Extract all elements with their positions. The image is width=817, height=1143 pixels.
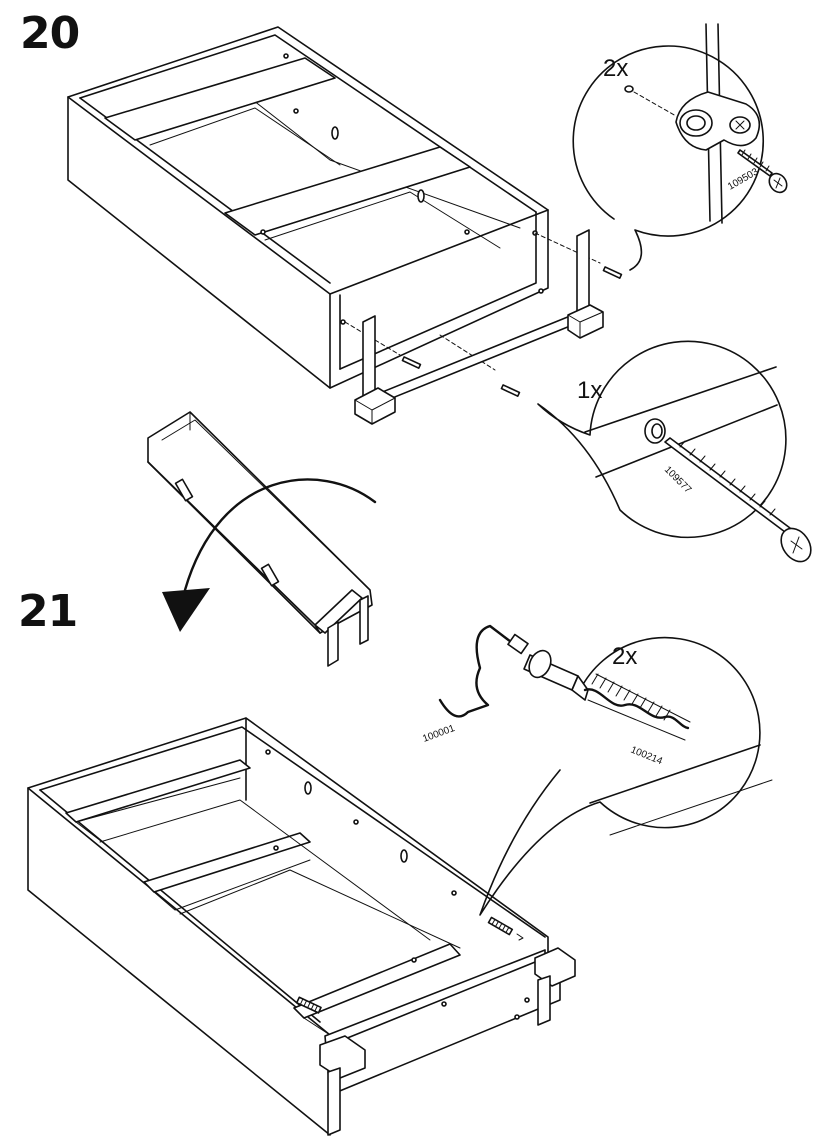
callout-2x-bracket-screw: 2x 109503 <box>572 23 788 271</box>
crank-tool-icon: 100001 <box>421 624 529 745</box>
plinth-frame <box>354 229 604 425</box>
callout-quantity: 2x <box>603 55 628 82</box>
angle-bracket-icon <box>675 91 761 151</box>
callout-quantity: 2x <box>612 643 637 670</box>
callout-quantity: 1x <box>577 377 602 404</box>
callout-1x-long-screw: 1x 109577 <box>537 340 812 563</box>
flipped-drawer <box>147 411 373 667</box>
tool-part-number-label: 100001 <box>421 723 457 745</box>
drawer-box-step-21 <box>27 717 576 1136</box>
step-20-number: 20 <box>20 8 80 59</box>
rotate-arrow-icon <box>162 478 377 632</box>
part-number-label: 100214 <box>629 745 664 768</box>
step-21-number: 21 <box>18 586 78 637</box>
bracket-screw-icon <box>737 149 788 194</box>
drawer-box-step-20 <box>67 26 623 397</box>
long-screw-icon <box>664 437 812 563</box>
cam-screw-icon <box>523 649 691 741</box>
part-number-label: 109577 <box>662 464 694 496</box>
callout-2x-cam-screw: 2x 100214 <box>479 636 773 916</box>
